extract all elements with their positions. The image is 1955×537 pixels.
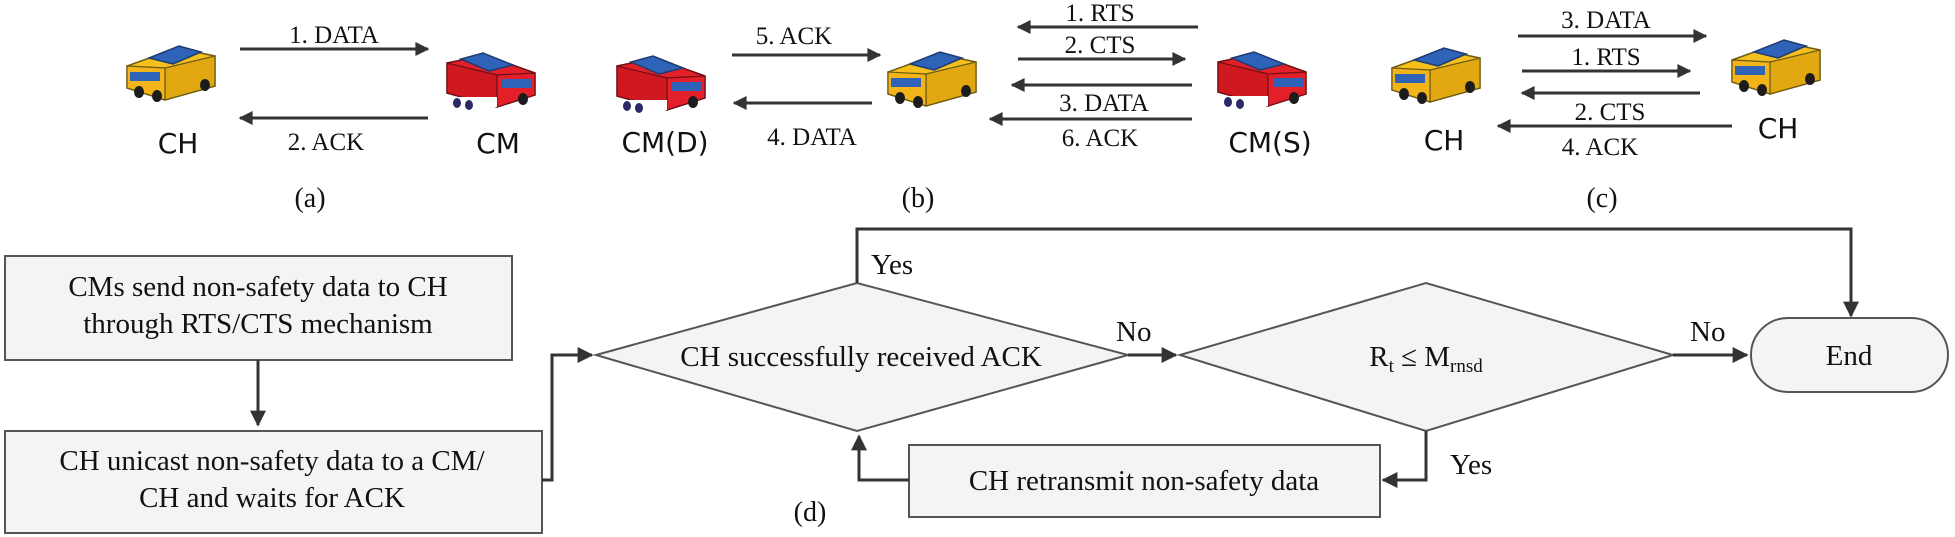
label-no-mid: No [1116,316,1151,348]
retry-m-sub: rnsd [1450,356,1483,377]
panel-b: CM(D) CM(S) 5. ACK 4. DATA 1. RTS 2. CTS… [616,0,1312,214]
msg-6-ack: 6. ACK [1062,125,1138,152]
caption-b: (b) [902,183,935,214]
decision-ack-text: CH successfully received ACK [680,341,1042,373]
step-retransmit-box [908,444,1381,518]
arrow-box2-to-decision1 [542,347,594,482]
caption-c: (c) [1586,183,1617,214]
arrow-yes-to-retransmit [1381,431,1428,488]
msg-4-data: 4. DATA [767,124,857,151]
msg-2-cts: 2. CTS [1575,99,1646,126]
step-unicast-line-2: CH and waits for ACK [139,482,405,514]
vehicle-label-cm-s: CM(S) [1228,126,1311,159]
msg-4-ack: 4. ACK [1562,134,1638,161]
caption-a: (a) [294,183,325,214]
msg-5-ack: 5. ACK [756,23,832,50]
caption-d: (d) [794,497,827,528]
flowchart: CMs send non-safety data to CH through R… [4,227,1949,534]
step-send-line-2: through RTS/CTS mechanism [83,308,433,340]
panel-a: CH CM 1. DATA 2. ACK (a) [126,22,536,214]
ch-left-car-icon [1391,47,1481,105]
retry-op: ≤ M [1394,341,1450,373]
ch-car-icon [887,51,977,109]
msg-1-rts: 1. RTS [1571,44,1640,71]
vehicle-label-ch: CH [158,127,199,160]
vehicle-label-ch-right: CH [1758,112,1799,145]
decision-retry-text: Rt ≤ Mrnsd [1369,341,1483,377]
msg-2-cts: 2. CTS [1065,32,1136,59]
step-unicast-box [4,430,543,534]
msg-2-ack: 2. ACK [288,129,364,156]
vehicle-label-cm-d: CM(D) [621,126,708,159]
msg-3-data: 3. DATA [1059,90,1149,117]
label-yes-bottom: Yes [1450,449,1492,481]
step-retransmit-text: CH retransmit non-safety data [969,465,1319,497]
vehicle-label-ch-left: CH [1424,124,1465,157]
cm-d-car-icon [616,55,706,114]
step-send-rts-cts-box [4,255,513,361]
msg-1-rts: 1. RTS [1065,0,1134,27]
label-yes-top: Yes [871,249,913,281]
panel-c: CH CH 3. DATA 1. RTS 2. CTS 4. ACK (c) [1391,7,1821,214]
vehicle-label-cm: CM [476,127,520,160]
arrow-retransmit-to-decision1 [851,434,909,482]
end-label: End [1826,340,1873,372]
step-unicast-line-1: CH unicast non-safety data to a CM/ [59,445,485,477]
arrow-yes-to-end [855,227,1859,318]
ch-car-icon [126,45,216,103]
retry-r-sub: t [1389,356,1395,377]
end-terminator [1750,317,1949,393]
retry-r: R [1369,341,1389,373]
label-no-end: No [1690,316,1725,348]
msg-3-data: 3. DATA [1561,7,1651,34]
ch-right-car-icon [1731,39,1821,97]
cm-car-icon [446,52,536,111]
step-send-line-1: CMs send non-safety data to CH [68,271,447,303]
cm-s-car-icon [1217,51,1307,110]
msg-1-data: 1. DATA [289,22,379,49]
